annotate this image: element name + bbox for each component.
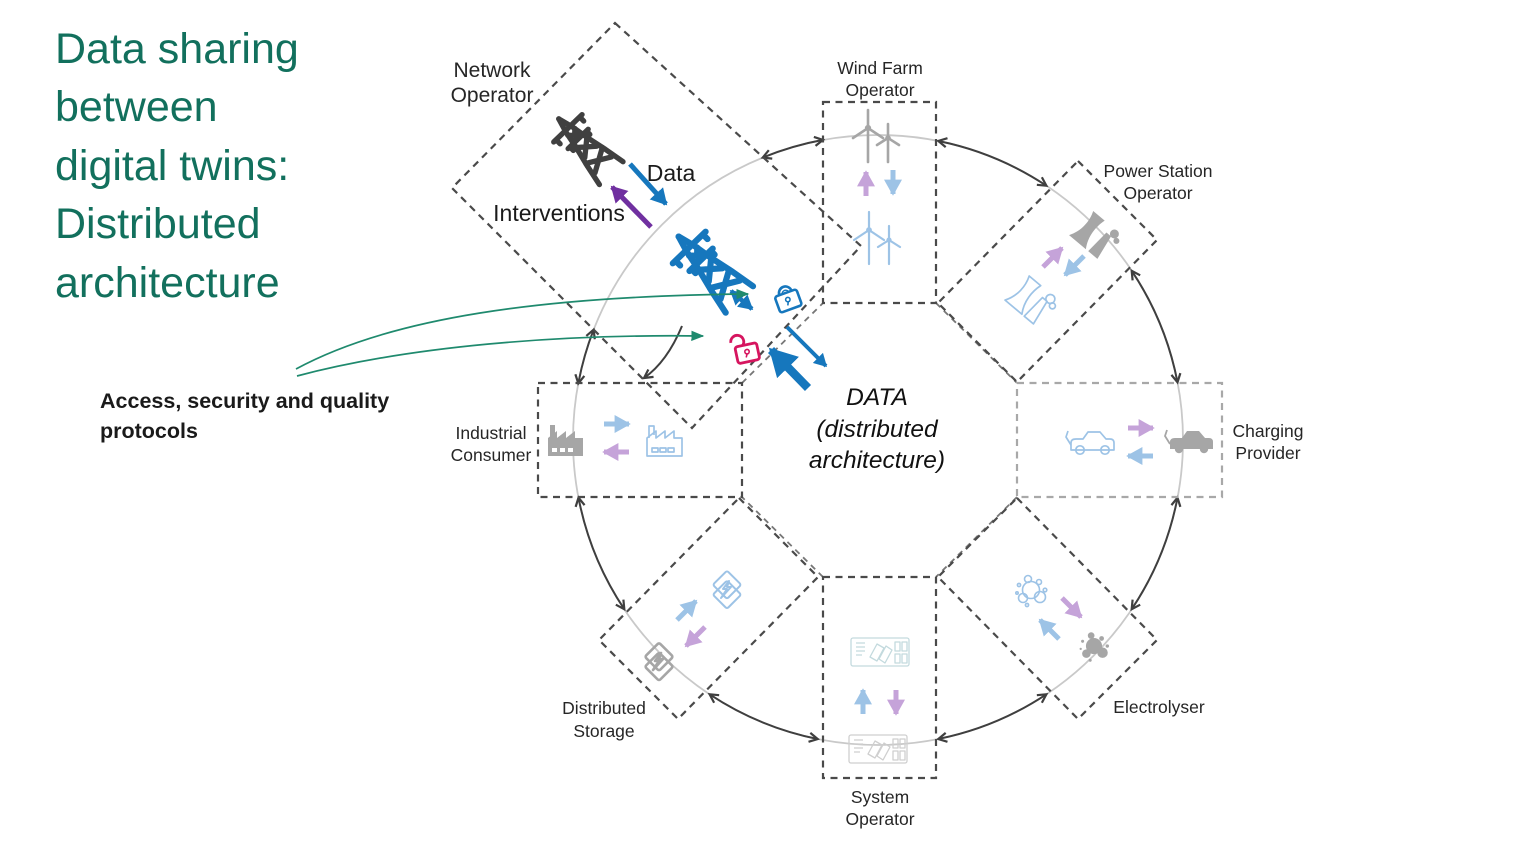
node-network-operator: Network Operator Data Interventions xyxy=(450,21,863,430)
wind-farm-label: Operator xyxy=(845,80,914,100)
wind-farm-box xyxy=(821,100,938,305)
power-station-twin-icon xyxy=(1004,272,1062,329)
ev-car-icon xyxy=(1164,429,1214,455)
intervention-arrow xyxy=(1041,246,1064,269)
data-flow-arrow xyxy=(675,599,698,622)
charging-provider-box xyxy=(1015,381,1224,499)
network-operator-box xyxy=(450,21,863,430)
factory-twin-icon xyxy=(646,425,683,457)
protocols-annotation: Access, security and quality protocols xyxy=(100,389,390,444)
industrial-consumer-box xyxy=(536,381,744,499)
distributed-storage-box xyxy=(597,496,820,721)
control-room-twin-icon xyxy=(850,637,910,667)
center-label-line2: (distributed xyxy=(816,416,939,443)
system-operator-box xyxy=(821,575,938,780)
wind-farm-label: Wind Farm xyxy=(837,58,923,78)
intervention-arrow xyxy=(684,625,707,648)
electrolyser-bubbles-icon xyxy=(1079,632,1110,662)
node-distributed-storage: Distributed Storage xyxy=(562,496,820,741)
system-operator-label: System xyxy=(851,787,909,807)
grid-arc xyxy=(936,137,1049,187)
factory-icon xyxy=(548,425,583,456)
center-label-line3: architecture) xyxy=(809,447,945,474)
grid-arc xyxy=(1130,268,1182,385)
annotation-arrow-to-open-lock xyxy=(296,330,705,377)
grid-arc xyxy=(707,693,820,743)
charging-provider-label: Provider xyxy=(1235,443,1300,463)
power-station-label: Power Station xyxy=(1104,161,1213,181)
padlock-open-icon xyxy=(729,333,761,365)
center-label-line1: DATA xyxy=(846,384,908,411)
padlock-closed-icon xyxy=(774,285,803,314)
electrolyser-bubbles-twin-icon xyxy=(1014,574,1048,608)
page-title: Data sharing between digital twins: Dist… xyxy=(55,25,299,307)
battery-icon xyxy=(643,641,675,683)
industrial-consumer-label: Consumer xyxy=(451,445,532,465)
grid-arc xyxy=(936,693,1049,743)
electrolyser-box xyxy=(936,496,1159,721)
data-arrow xyxy=(628,162,668,206)
octagon-edge xyxy=(741,496,824,578)
network-operator-label: Operator xyxy=(451,84,534,107)
wind-turbine-twin-icon xyxy=(852,210,902,266)
power-station-label: Operator xyxy=(1123,183,1192,203)
data-arrow-label: Data xyxy=(647,160,696,186)
control-room-icon xyxy=(848,734,908,764)
distributed-storage-label: Distributed xyxy=(562,698,646,718)
electrolyser-label: Electrolyser xyxy=(1113,697,1205,717)
power-station-icon xyxy=(1069,208,1125,263)
grid-arc xyxy=(760,135,826,160)
intervention-arrow xyxy=(1060,596,1083,619)
network-operator-label: Network xyxy=(453,59,531,82)
ev-car-twin-icon xyxy=(1065,430,1115,456)
industrial-consumer-label: Industrial xyxy=(455,423,526,443)
node-industrial-consumer: Industrial Consumer xyxy=(451,381,744,499)
battery-twin-icon xyxy=(711,569,743,610)
interventions-arrow-label: Interventions xyxy=(493,200,625,226)
distributed-storage-label: Storage xyxy=(573,721,634,741)
security-protocol-group xyxy=(295,285,828,391)
center-data-label: DATA (distributed architecture) xyxy=(809,384,945,474)
grid-arc xyxy=(1130,495,1182,612)
node-electrolyser: Electrolyser xyxy=(936,496,1205,721)
grid-arc xyxy=(574,495,626,612)
system-operator-label: Operator xyxy=(845,809,914,829)
interventions-arrow xyxy=(610,185,653,229)
node-power-station-operator: Power Station Operator xyxy=(936,159,1213,384)
data-to-centre-arrow xyxy=(785,325,828,368)
data-flow-arrow xyxy=(1063,254,1086,277)
data-from-centre-arrow xyxy=(767,347,812,391)
node-system-operator: System Operator xyxy=(821,575,938,829)
data-flow-arrow xyxy=(1038,618,1061,641)
node-charging-provider: Charging Provider xyxy=(1015,381,1304,499)
transmission-tower-icon xyxy=(545,105,626,187)
power-station-box xyxy=(936,159,1159,384)
annotation-arrow-to-closed-lock xyxy=(295,288,750,370)
charging-provider-label: Charging xyxy=(1232,421,1303,441)
node-wind-farm-operator: Wind Farm Operator xyxy=(821,58,938,305)
octagon-edge xyxy=(741,302,824,384)
network-to-consumer-arc xyxy=(642,325,683,380)
